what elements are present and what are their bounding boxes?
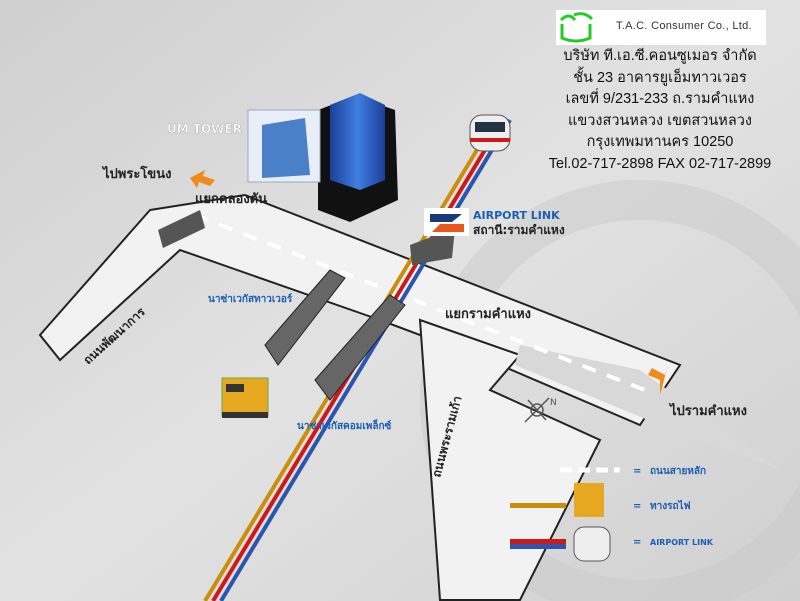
legend-eq: = bbox=[633, 537, 641, 548]
legend-al-swatch-red bbox=[510, 539, 566, 544]
legend-eq: = bbox=[633, 466, 641, 477]
arrow-to-phrakhanong-icon bbox=[190, 170, 215, 188]
label-to-phrakhanong: ไปพระโขนง bbox=[101, 165, 171, 182]
company-phone: Tel.02-717-2898 FAX 02-717-2899 bbox=[548, 155, 772, 172]
company-logo: T.A.C. Consumer Co., Ltd. bbox=[556, 10, 766, 45]
legend-diesel-train-icon bbox=[574, 483, 604, 517]
buildings bbox=[158, 93, 455, 401]
legend-eq: = bbox=[633, 501, 641, 512]
company-city: กรุงเทพมหานคร 10250 bbox=[586, 134, 734, 150]
legend-al-swatch-blue bbox=[510, 544, 566, 549]
road-centerline bbox=[194, 213, 651, 394]
north-arrow-icon bbox=[524, 397, 550, 423]
company-name: บริษัท ที.เอ.ซี.คอนซูเมอร จำกัด bbox=[563, 48, 757, 64]
legend-rail-swatch bbox=[510, 503, 566, 508]
airport-link-train-icon bbox=[469, 114, 511, 152]
legend: = ถนนสายหลัก = ทางรถไฟ = AIRPORT LINK bbox=[510, 465, 714, 562]
legend-main-road: ถนนสายหลัก bbox=[650, 465, 706, 477]
company-address: เลขที่ 9/231-233 ถ.รามคำแหง bbox=[565, 91, 755, 107]
company-district: แขวงสวนหลวง เขตสวนหลวง bbox=[568, 112, 752, 129]
leaf-logo-icon bbox=[559, 12, 594, 43]
arrow-to-ramkhamhaeng-icon bbox=[648, 365, 668, 395]
label-airport-link: AIRPORT LINK bbox=[473, 209, 560, 222]
diesel-train-icon bbox=[221, 377, 269, 418]
um-tower-photo bbox=[247, 109, 321, 183]
label-nasa-vegas-complex: นาซ่าเวกัสคอมเพล็กซ์ bbox=[297, 418, 392, 432]
company-info: บริษัท ที.เอ.ซี.คอนซูเมอร จำกัด ชั้น 23 … bbox=[520, 46, 800, 175]
label-nasa-vegas-tower: นาซ่าเวกัสทาวเวอร์ bbox=[208, 293, 293, 305]
airport-link-logo bbox=[424, 208, 469, 236]
north-label: N bbox=[550, 398, 557, 408]
company-floor: ชั้น 23 อาคารยูเอ็มทาวเวอร bbox=[573, 69, 747, 86]
label-to-ramkhamhaeng: ไปรามคำแหง bbox=[668, 402, 747, 419]
roads bbox=[38, 193, 682, 601]
um-tower-label: UM TOWER bbox=[167, 122, 242, 136]
logo-text: T.A.C. Consumer Co., Ltd. bbox=[616, 20, 752, 32]
label-ramkhamhaeng-junction: แยกรามคำแหง bbox=[445, 306, 531, 322]
legend-railway: ทางรถไฟ bbox=[650, 499, 691, 512]
legend-airport-link-train-icon bbox=[573, 526, 611, 562]
label-airport-link-station: สถานี:รามคำแหง bbox=[473, 223, 565, 237]
label-khlongtan-junction: แยกคลองตัน bbox=[195, 192, 267, 207]
legend-airport-link: AIRPORT LINK bbox=[650, 538, 714, 547]
